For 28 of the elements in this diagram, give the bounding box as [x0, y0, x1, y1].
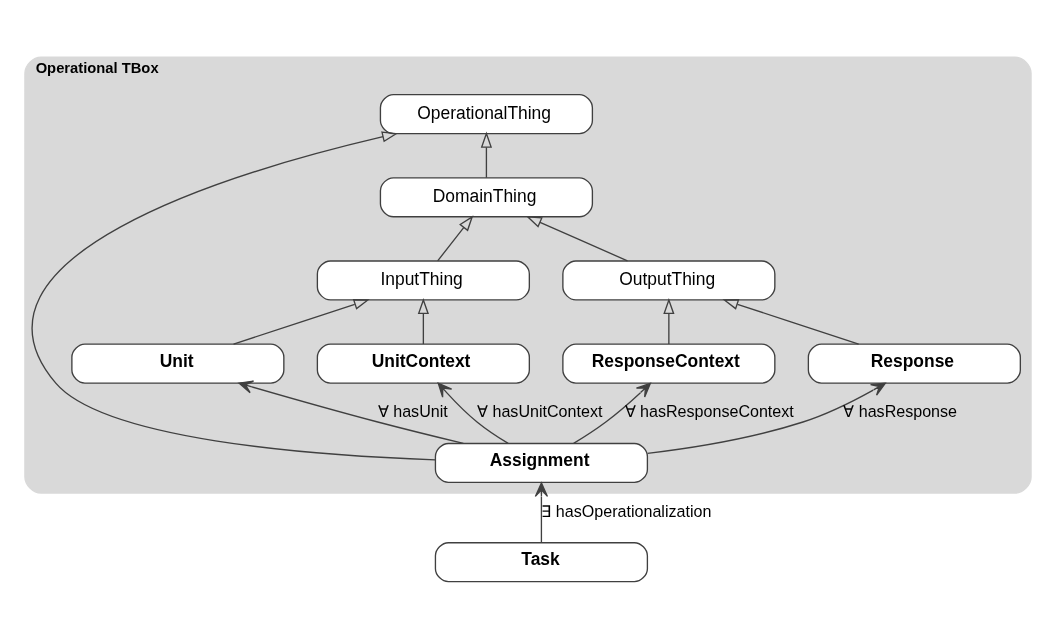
node-box: ResponseContext [562, 343, 776, 384]
node-box: Unit [71, 343, 285, 384]
arrow [663, 297, 675, 345]
arrow [238, 380, 465, 445]
edge-label: ∀ hasUnit [377, 402, 448, 421]
edge-label: ∀ hasResponseContext [624, 402, 794, 421]
edge-label: ∀ hasUnitContext [477, 402, 603, 421]
node-box: Assignment [434, 442, 649, 484]
arrow [534, 482, 549, 544]
arrow [525, 216, 629, 262]
arrow [722, 299, 860, 345]
node-box: Response [807, 343, 1021, 384]
arrow [417, 297, 429, 345]
node-box: OperationalThing [379, 94, 594, 135]
arrow [572, 382, 651, 445]
arrow [31, 131, 437, 461]
node-box: DomainThing [379, 177, 594, 218]
node-box: Task [434, 542, 649, 583]
node-box: OutputThing [562, 260, 776, 301]
edge-label: ∃ hasOperationalization [541, 501, 712, 520]
node-box: InputThing [316, 260, 530, 301]
edge-label: ∀ hasResponse [843, 402, 958, 421]
arrow [480, 131, 493, 179]
arrow [437, 215, 474, 262]
arrow [232, 299, 370, 345]
node-box: UnitContext [316, 343, 530, 384]
arrow [646, 382, 886, 455]
arrow [437, 382, 509, 445]
